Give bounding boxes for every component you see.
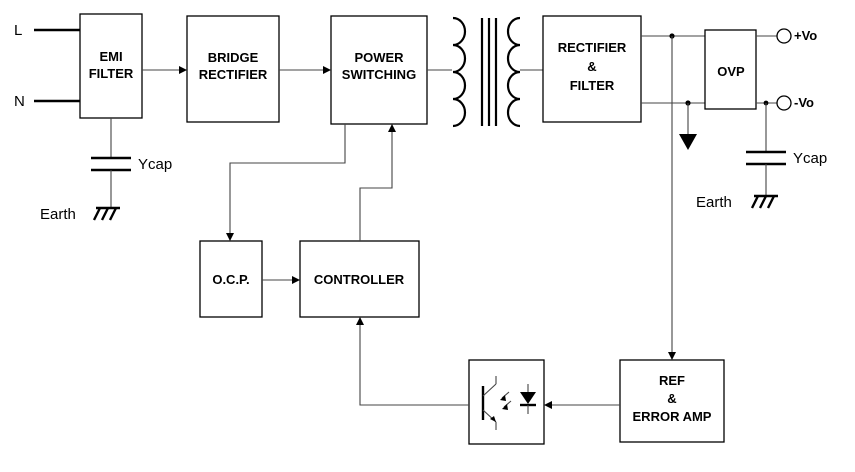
power-switching-block bbox=[330, 15, 428, 125]
ref-error-amp-label-3: ERROR AMP bbox=[633, 409, 712, 424]
line-label: L bbox=[14, 22, 22, 39]
rectifier-filter-label-1: RECTIFIER bbox=[558, 40, 627, 55]
output-ycap bbox=[746, 103, 786, 196]
neutral-label: N bbox=[14, 93, 25, 110]
ref-error-amp-block bbox=[619, 359, 725, 443]
rectifier-filter-label-2: & bbox=[587, 59, 596, 74]
input-ycap-label: Ycap bbox=[138, 156, 172, 173]
positive-output-terminal bbox=[776, 28, 792, 44]
rectifier-filter-label-3: FILTER bbox=[570, 78, 615, 93]
output-earth-label: Earth bbox=[696, 194, 732, 211]
emi-filter-block bbox=[79, 13, 143, 119]
controller-block bbox=[299, 240, 420, 318]
plus-vo-label: +Vo bbox=[794, 28, 817, 43]
ocp-label: O.C.P. bbox=[212, 272, 249, 287]
ovp-label: OVP bbox=[717, 64, 745, 79]
power-switching-label-2: SWITCHING bbox=[342, 67, 416, 82]
ovp-block bbox=[704, 29, 757, 110]
light-arrows-icon bbox=[500, 391, 512, 410]
input-earth-icon bbox=[92, 206, 120, 221]
power-to-ocp-arrow bbox=[226, 124, 346, 241]
ref-error-amp-label-1: REF bbox=[659, 373, 685, 388]
emi-filter-label-2: FILTER bbox=[89, 66, 134, 81]
bridge-rectifier-label-2: RECTIFIER bbox=[199, 67, 268, 82]
led-icon bbox=[520, 384, 536, 414]
negative-output-terminal bbox=[776, 95, 792, 111]
input-ycap bbox=[91, 118, 131, 208]
phototransistor-icon bbox=[481, 376, 497, 430]
power-switching-label-1: POWER bbox=[354, 50, 404, 65]
minus-vo-label: -Vo bbox=[794, 95, 814, 110]
output-ycap-label: Ycap bbox=[793, 150, 827, 167]
rectifier-filter-block bbox=[542, 15, 642, 123]
output-earth-icon bbox=[750, 194, 778, 209]
controller-to-power-arrow bbox=[359, 124, 396, 241]
optocoupler-block bbox=[468, 359, 545, 445]
ocp-block bbox=[199, 240, 263, 318]
bridge-rectifier-label-1: BRIDGE bbox=[208, 50, 259, 65]
emi-filter-label-1: EMI bbox=[99, 49, 122, 64]
output-ground-icon bbox=[679, 134, 697, 150]
opto-to-controller-arrow bbox=[356, 317, 469, 406]
controller-label: CONTROLLER bbox=[314, 272, 405, 287]
transformer-icon bbox=[452, 16, 521, 128]
bridge-rectifier-block bbox=[186, 15, 280, 123]
ref-error-amp-label-2: & bbox=[667, 391, 676, 406]
input-earth-label: Earth bbox=[40, 206, 76, 223]
